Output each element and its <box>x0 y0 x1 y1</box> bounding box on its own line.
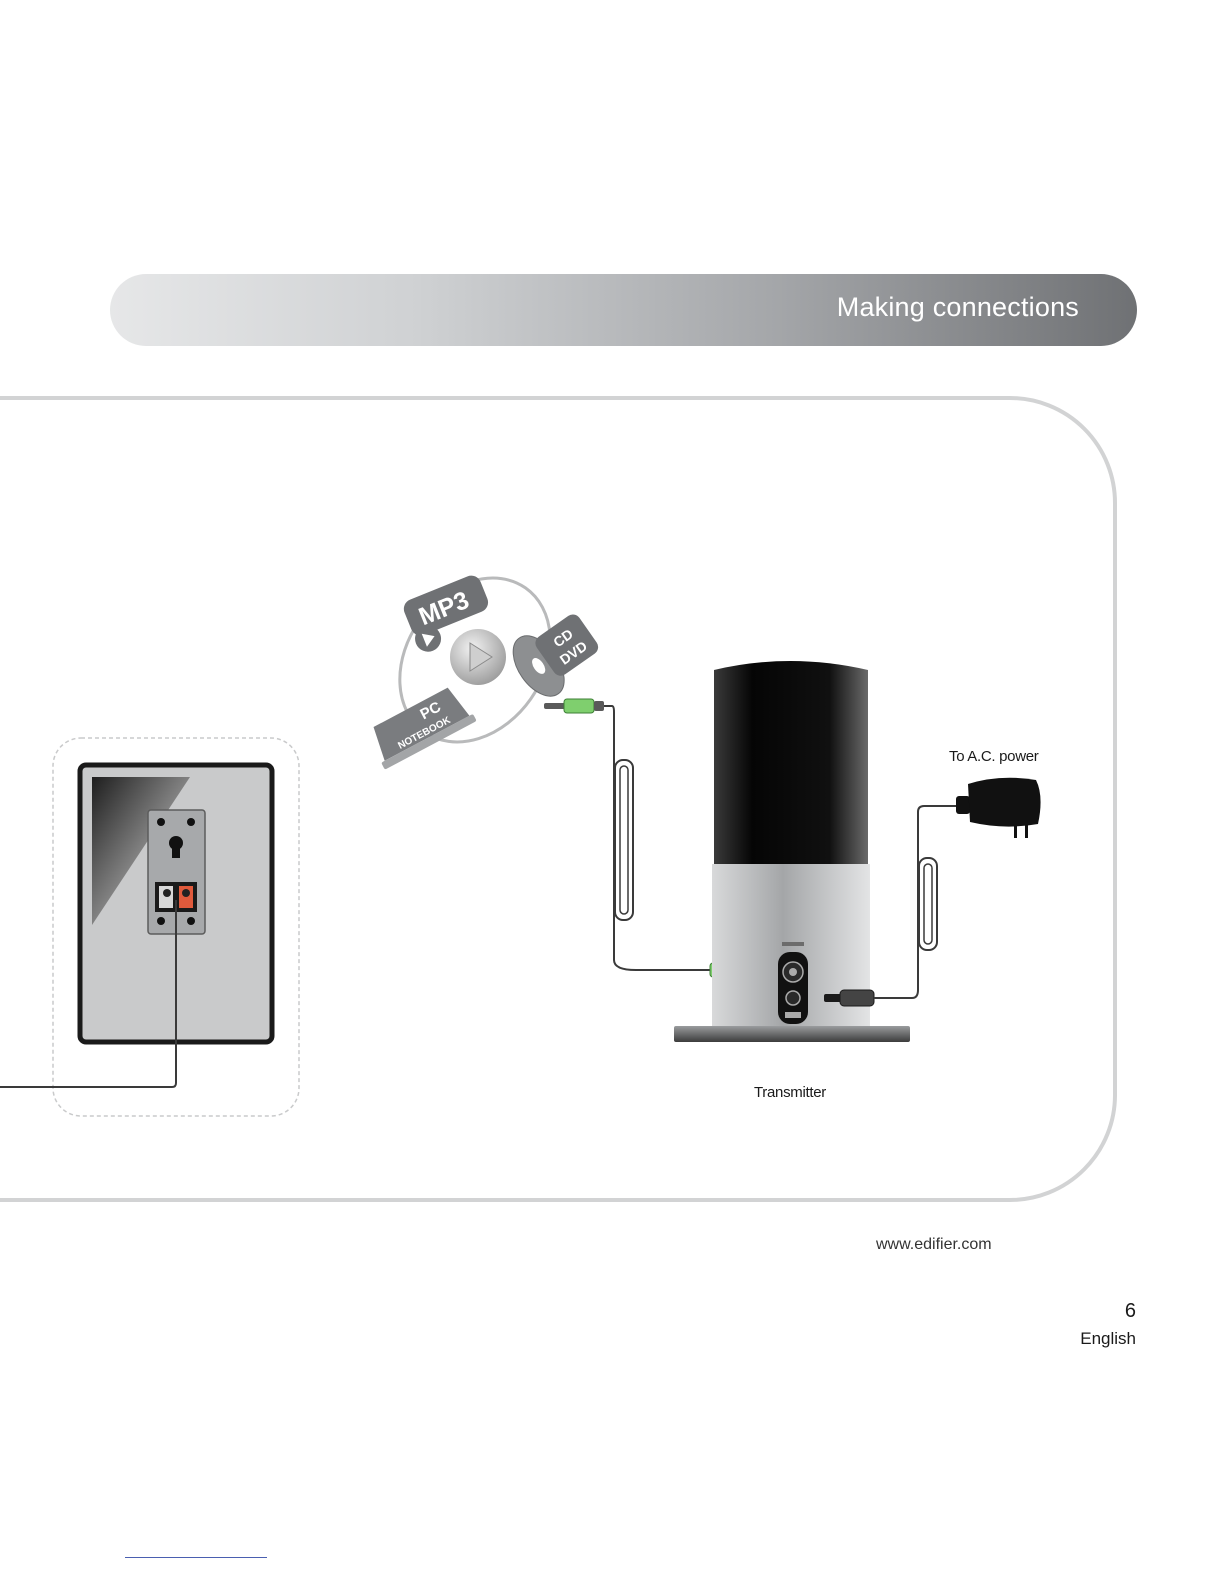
page-language: English <box>1080 1329 1136 1349</box>
website-url: www.edifier.com <box>876 1236 992 1254</box>
ac-power-caption: To A.C. power <box>949 748 1038 765</box>
transmitter-caption: Transmitter <box>754 1084 826 1101</box>
transmitter-unit <box>674 661 910 1042</box>
footer-rule <box>125 1557 267 1558</box>
page-number: 6 <box>1125 1300 1136 1323</box>
speaker-rear-panel <box>0 738 299 1116</box>
pc-notebook-badge: PC NOTEBOOK <box>365 683 477 770</box>
media-source-icons: MP3 PC NOTEBOOK CD DVD <box>365 549 608 771</box>
cd-dvd-badge: CD DVD <box>503 603 608 705</box>
